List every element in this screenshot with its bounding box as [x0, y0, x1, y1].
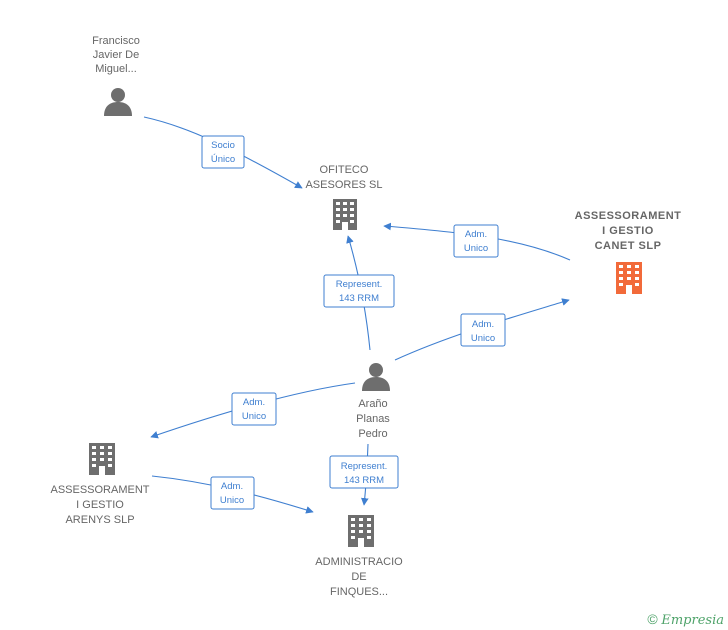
edge-label-line: Adm.	[472, 319, 494, 330]
building-icon	[616, 262, 642, 294]
node-label-line: ASSESSORAMENT	[575, 210, 682, 222]
node-label-line: CANET SLP	[595, 240, 662, 252]
edge-arano-ofiteco[interactable]: Represent. 143 RRM	[323, 235, 395, 351]
edge-arano-canet[interactable]: Adm. Unico	[394, 298, 570, 361]
building-icon	[348, 515, 374, 547]
node-label-line: Araño	[358, 398, 387, 410]
edge-label-line: Adm.	[221, 481, 243, 492]
node-arano[interactable]: Araño Planas Pedro	[356, 363, 390, 440]
node-label-line: I GESTIO	[602, 225, 654, 237]
edge-arenys-finques[interactable]: Adm. Unico	[151, 475, 314, 514]
node-label-line: FINQUES...	[330, 586, 388, 598]
node-francisco[interactable]: Francisco Javier De Miguel...	[92, 35, 140, 116]
edge-label-line: Socio	[211, 140, 235, 151]
node-label-line: Pedro	[358, 428, 387, 440]
node-label-line: DE	[351, 571, 366, 583]
node-label-line: Miguel...	[95, 63, 137, 75]
person-icon	[362, 363, 390, 391]
edge-francisco-ofiteco[interactable]: Socio Único	[143, 116, 303, 189]
node-label-line: OFITECO	[320, 164, 369, 176]
edge-label-line: Unico	[242, 411, 266, 422]
edge-label-line: Represent.	[341, 461, 387, 472]
brand-logo[interactable]: Empresia	[661, 613, 724, 628]
edge-label-line: Adm.	[465, 229, 487, 240]
node-label-line: ASSESSORAMENT	[50, 484, 149, 496]
building-icon	[89, 443, 115, 475]
node-finques[interactable]: ADMINISTRACIO DE FINQUES...	[315, 515, 403, 598]
node-label-line: Javier De	[93, 49, 139, 61]
node-canet[interactable]: ASSESSORAMENT I GESTIO CANET SLP	[575, 210, 682, 294]
edge-arano-arenys[interactable]: Adm. Unico	[150, 382, 356, 439]
edge-label-line: Unico	[464, 243, 488, 254]
node-label-line: ASESORES SL	[305, 179, 382, 191]
edge-arano-finques[interactable]: Represent. 143 RRM	[329, 443, 399, 506]
node-ofiteco[interactable]: OFITECO ASESORES SL	[305, 164, 383, 230]
person-icon	[104, 88, 132, 116]
footer-brand: © Empresia	[647, 611, 724, 628]
edge-label-line: Unico	[220, 495, 244, 506]
edge-label-line: 143 RRM	[344, 475, 384, 486]
edge-label-line: Unico	[471, 333, 495, 344]
node-label-line: ARENYS SLP	[65, 514, 134, 526]
copyright-symbol: ©	[647, 611, 658, 627]
edge-label-line: Adm.	[243, 397, 265, 408]
node-label-line: Francisco	[92, 35, 140, 47]
node-label-line: Planas	[356, 413, 390, 425]
building-icon	[333, 199, 357, 230]
node-label-line: ADMINISTRACIO	[315, 556, 403, 568]
edge-label-line: Único	[211, 154, 235, 165]
node-arenys[interactable]: ASSESSORAMENT I GESTIO ARENYS SLP	[50, 443, 150, 526]
edge-label-line: 143 RRM	[339, 293, 379, 304]
edge-canet-ofiteco[interactable]: Adm. Unico	[383, 222, 571, 261]
node-label-line: I GESTIO	[76, 499, 124, 511]
edge-label-line: Represent.	[336, 279, 382, 290]
